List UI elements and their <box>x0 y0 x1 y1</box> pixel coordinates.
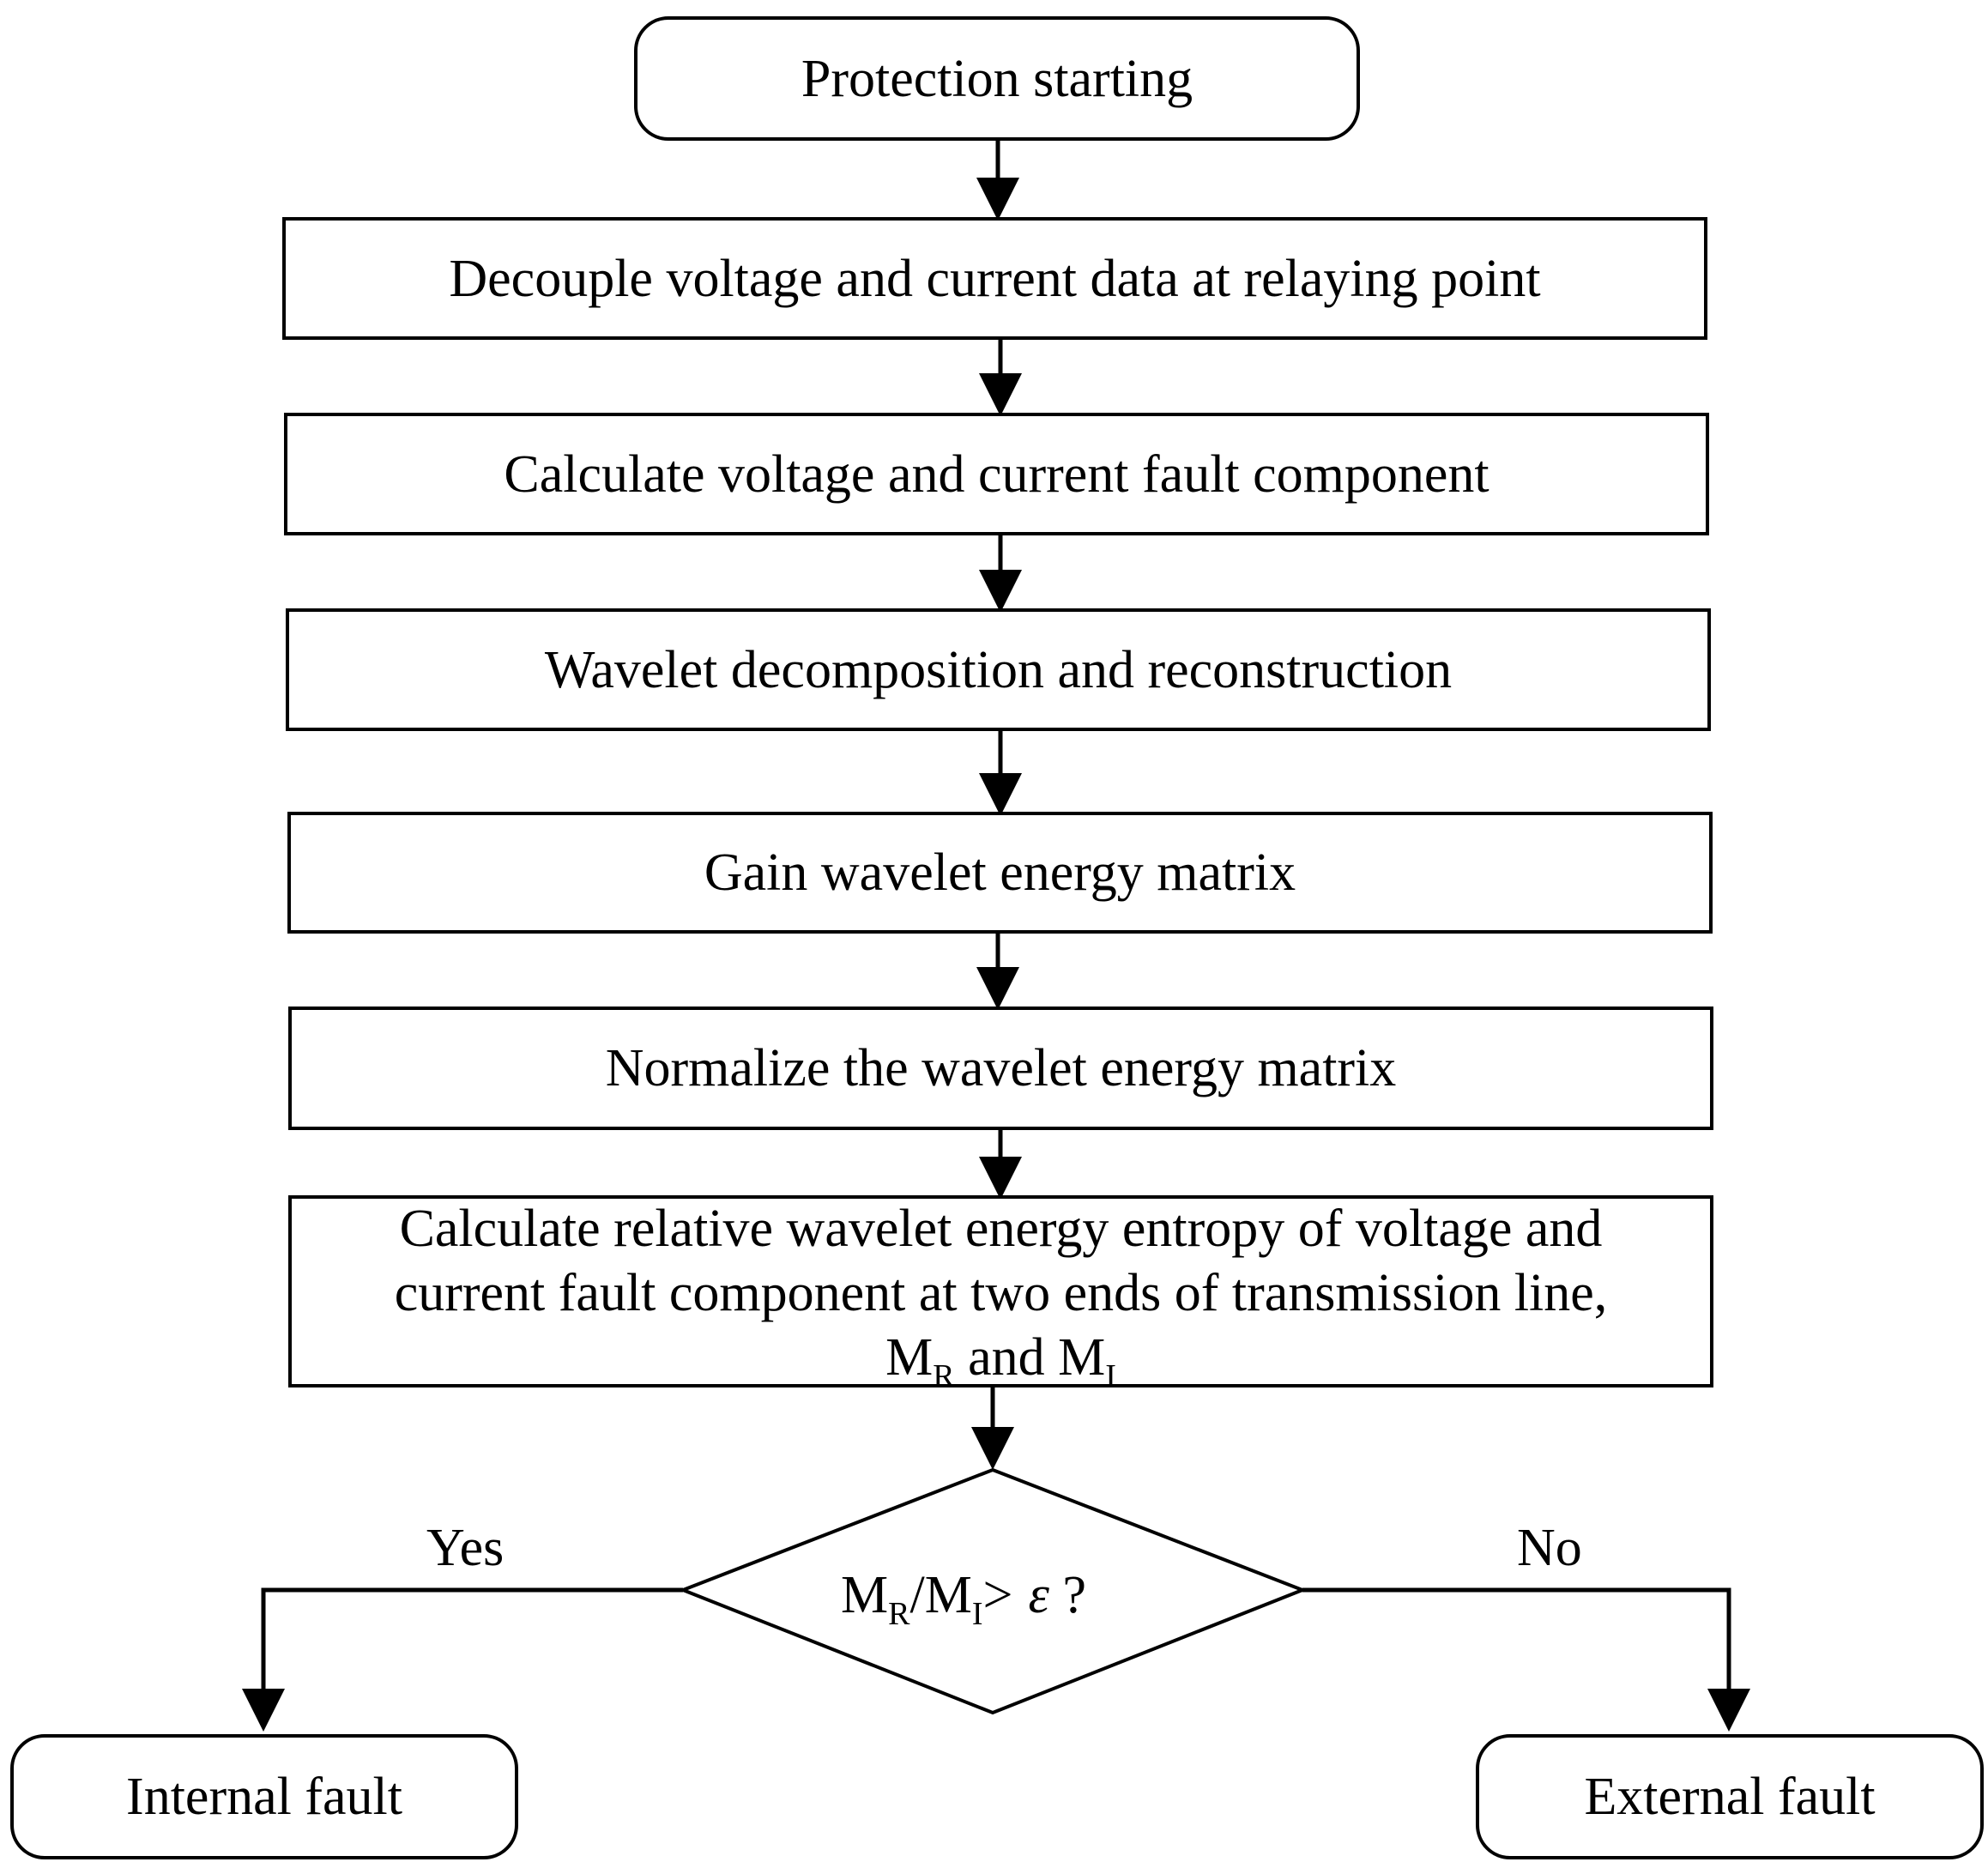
entropy-line-2: current fault component at two ends of t… <box>394 1263 1608 1322</box>
cond-mr-base: M <box>841 1566 889 1624</box>
cond-mr-subscript: R <box>888 1596 910 1632</box>
cond-question: ? <box>1048 1566 1086 1624</box>
external-fault-node: External fault <box>1476 1734 1984 1859</box>
step-calculate-fault-component: Calculate voltage and current fault comp… <box>284 413 1709 535</box>
step-decouple: Decouple voltage and current data at rel… <box>282 217 1707 340</box>
mi-subscript: I <box>1105 1357 1116 1394</box>
step-normalize-energy-matrix: Normalize the wavelet energy matrix <box>288 1007 1713 1130</box>
start-node: Protection starting <box>634 16 1360 141</box>
arrow-no-to-external <box>1302 1587 1750 1732</box>
mr-base: M <box>885 1327 934 1387</box>
cond-mi-base: M <box>924 1566 972 1624</box>
yes-label: Yes <box>426 1519 505 1577</box>
internal-fault-node: Internal fault <box>10 1734 518 1859</box>
step-wavelet-decomposition: Wavelet decomposition and reconstruction <box>286 608 1711 731</box>
cond-slash: / <box>909 1566 925 1624</box>
mi-base: M <box>1058 1327 1106 1387</box>
mr-subscript: R <box>933 1357 955 1394</box>
step-relative-entropy: Calculate relative wavelet energy entrop… <box>288 1195 1713 1393</box>
entropy-line-3: MR and MI <box>885 1326 1116 1393</box>
cond-epsilon: ε <box>1028 1566 1049 1624</box>
decision-condition: MR/MI>ε ? <box>841 1566 1086 1630</box>
step-gain-energy-matrix: Gain wavelet energy matrix <box>287 812 1713 934</box>
cond-mi-subscript: I <box>971 1596 983 1632</box>
cond-gt: > <box>982 1566 1013 1624</box>
no-label: No <box>1517 1519 1582 1577</box>
and-text: and <box>954 1327 1059 1387</box>
entropy-line-1: Calculate relative wavelet energy entrop… <box>399 1199 1603 1258</box>
decision-diamond <box>678 1467 1308 1715</box>
arrow-yes-to-internal <box>242 1587 683 1732</box>
